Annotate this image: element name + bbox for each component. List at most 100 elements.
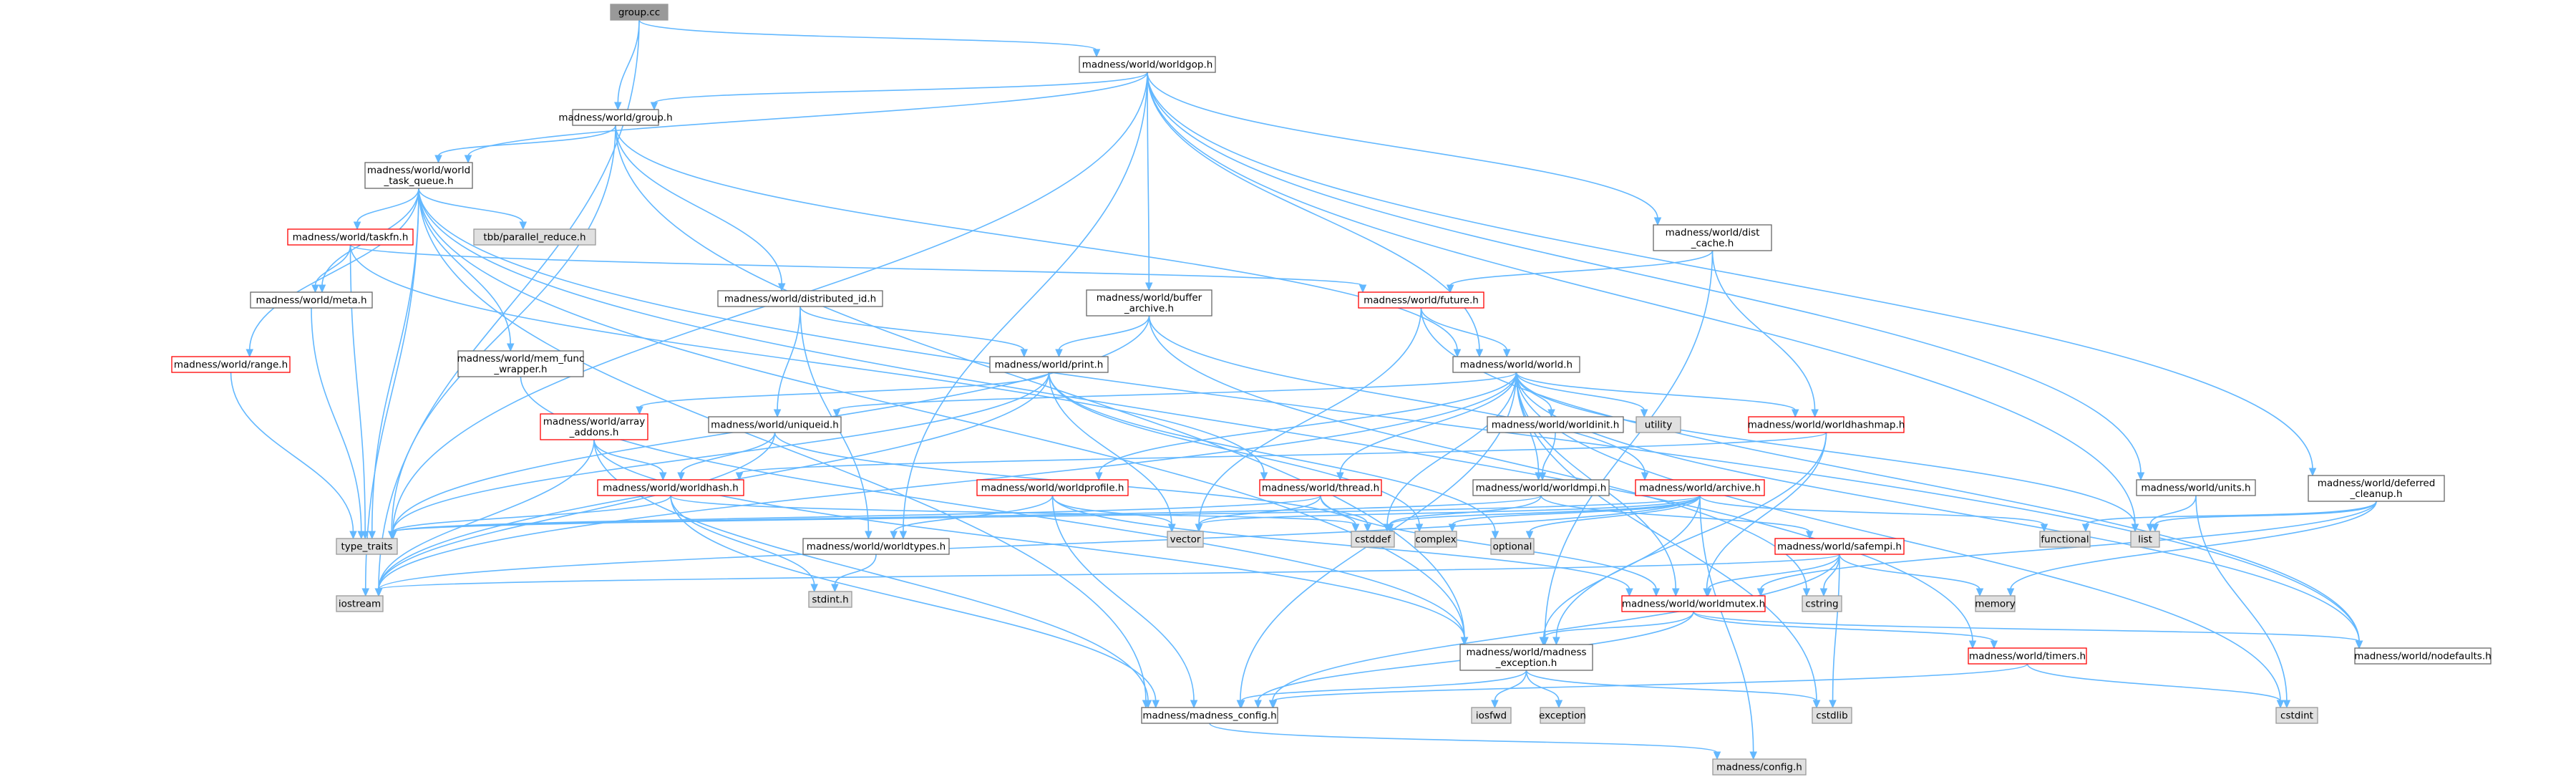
node-label: cstdint (2280, 710, 2313, 722)
arrowhead (1812, 700, 1821, 709)
node-safempi[interactable]: madness/world/safempi.h (1774, 538, 1905, 555)
node-world-h[interactable]: madness/world/world.h (1452, 356, 1580, 373)
node-worldinit[interactable]: madness/world/worldinit.h (1487, 416, 1624, 433)
node-buffer-archive[interactable]: madness/world/buffer_archive.h (1086, 289, 1212, 317)
node-label: type_traits (341, 541, 392, 553)
node-group-h[interactable]: madness/world/group.h (558, 109, 673, 126)
node-worldmutex[interactable]: madness/world/worldmutex.h (1621, 595, 1766, 612)
arrowhead (614, 102, 622, 111)
node-label: madness/world/worldprofile.h (981, 483, 1124, 494)
node-box (2136, 479, 2256, 496)
node-box (1490, 538, 1535, 555)
node-box (989, 356, 1109, 373)
edge-deferred_cleanup-to-functional (2085, 501, 2377, 526)
arrowhead (2276, 700, 2285, 709)
node-label: madness/world/nodefaults.h (2354, 651, 2491, 662)
arrowhead (810, 584, 818, 593)
arrowhead (2006, 588, 2015, 597)
arrowhead (1020, 349, 1029, 358)
node-box (1812, 707, 1852, 724)
arrowhead (464, 155, 472, 164)
node-label: madness/world/timers.h (1969, 651, 2086, 662)
node-box (2354, 647, 2492, 665)
node-timers[interactable]: madness/world/timers.h (1968, 647, 2087, 665)
arrowhead (1254, 700, 1262, 709)
node-worldmpi[interactable]: madness/world/worldmpi.h (1472, 479, 1610, 496)
node-box (708, 416, 842, 433)
node-worldgop[interactable]: madness/world/worldgop.h (1079, 56, 1216, 73)
arrowhead (434, 155, 442, 164)
node-print[interactable]: madness/world/print.h (989, 356, 1109, 373)
node-label: _addons.h (569, 427, 619, 438)
arrowhead (1819, 588, 1828, 597)
node-label: optional (1493, 541, 1532, 553)
node-group-cc[interactable]: group.cc (610, 4, 669, 21)
node-nodefaults[interactable]: madness/world/nodefaults.h (2354, 647, 2492, 665)
node-label: madness/world/future.h (1364, 295, 1479, 306)
node-dist-cache[interactable]: madness/world/dist_cache.h (1653, 224, 1772, 251)
node-archive[interactable]: madness/world/archive.h (1635, 479, 1765, 496)
node-units[interactable]: madness/world/units.h (2136, 479, 2256, 496)
node-madness-exception[interactable]: madness/world/madness_exception.h (1459, 644, 1593, 671)
edge-print-to-vector (1048, 372, 1172, 526)
node-worldtypes[interactable]: madness/world/worldtypes.h (802, 538, 950, 555)
arrowhead (1491, 531, 1500, 540)
node-thread[interactable]: madness/world/thread.h (1259, 479, 1382, 496)
node-world-task-queue[interactable]: madness/world/world_task_queue.h (364, 162, 473, 189)
arrowhead (2355, 640, 2363, 650)
node-label: stdint.h (812, 594, 848, 606)
node-box (1968, 647, 2087, 665)
node-label: iostream (339, 599, 381, 610)
edge-group_h-to-madness_exception (615, 125, 1465, 639)
edge-array_addons-to-worldhash (593, 439, 664, 474)
node-worldhash[interactable]: madness/world/worldhash.h (597, 479, 744, 496)
arrowhead (1144, 700, 1152, 709)
node-mem-func[interactable]: madness/world/mem_func_wrapper.h (457, 350, 585, 377)
node-box (364, 162, 473, 189)
node-range[interactable]: madness/world/range.h (171, 356, 291, 373)
node-box (717, 290, 883, 307)
node-label: madness/world/worldmutex.h (1622, 599, 1765, 610)
node-distributed-id[interactable]: madness/world/distributed_id.h (717, 290, 883, 307)
edge-worldtypes-to-stdint (834, 554, 877, 586)
arrowhead (1625, 588, 1633, 597)
arrowhead (1552, 637, 1560, 646)
edge-deferred_cleanup-to-memory (2010, 501, 2377, 590)
node-label: _archive.h (1124, 303, 1174, 314)
edge-world_h-to-uniqueid (836, 372, 1517, 411)
arrowhead (1446, 284, 1454, 294)
node-worldhashmap[interactable]: madness/world/worldhashmap.h (1748, 416, 1905, 433)
edge-worldhashmap-to-worldmutex (1706, 432, 1827, 590)
node-taskfn[interactable]: madness/world/taskfn.h (287, 228, 414, 246)
arrowhead (1704, 588, 1712, 597)
edge-madness_exception-to-madness_config (1240, 670, 1527, 702)
node-box (2308, 475, 2445, 502)
node-array-addons[interactable]: madness/world/array_addons.h (540, 413, 648, 440)
arrowhead (1448, 523, 1457, 533)
node-madness-config[interactable]: madness/madness_config.h (1141, 707, 1278, 724)
node-future[interactable]: madness/world/future.h (1358, 291, 1484, 309)
edge-thread-to-worldmutex (1320, 495, 1657, 590)
node-label: madness/world/worldinit.h (1492, 420, 1620, 431)
arrowhead (1641, 472, 1649, 481)
node-meta[interactable]: madness/world/meta.h (250, 291, 373, 309)
edge-meta-to-type_traits (311, 307, 362, 533)
edge-print-to-array_addons (638, 372, 1050, 408)
node-cstddef: cstddef (1351, 531, 1395, 548)
edge-group_h-to-type_traits (391, 125, 616, 533)
edge-world_task_queue-to-timers (418, 188, 1973, 642)
node-box (2130, 531, 2160, 548)
node-uniqueid[interactable]: madness/world/uniqueid.h (708, 416, 842, 433)
edge-worldhashmap-to-worldhash (739, 432, 1827, 474)
edge-safempi-to-worldmutex (1707, 554, 1840, 590)
node-worldprofile[interactable]: madness/world/worldprofile.h (976, 479, 1129, 496)
arrowhead (1144, 282, 1153, 291)
arrowhead (677, 472, 685, 481)
node-deferred-cleanup[interactable]: madness/world/deferred_cleanup.h (2308, 475, 2445, 502)
edge-safempi-to-memory (1839, 554, 1980, 590)
edge-madness_exception-to-cstdlib (1525, 670, 1817, 702)
node-box (1086, 289, 1212, 317)
node-functional: functional (2039, 531, 2091, 548)
node-box (473, 228, 596, 246)
arrowhead (349, 531, 357, 540)
